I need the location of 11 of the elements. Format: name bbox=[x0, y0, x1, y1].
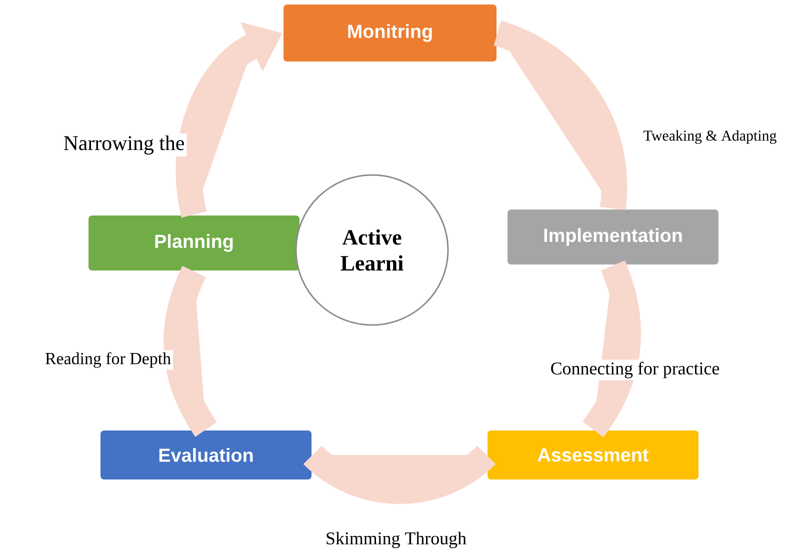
stage-label: Narrowing the bbox=[61, 133, 187, 156]
stage-label: Reading for Depth bbox=[42, 350, 174, 370]
stage-box: Monitring bbox=[282, 4, 498, 62]
stage-box: Evaluation bbox=[100, 430, 312, 480]
stage-label: Skimming Through bbox=[324, 530, 468, 550]
stage-label: Connecting for practice bbox=[548, 360, 722, 380]
stage-label: Tweaking & Adapting bbox=[641, 128, 779, 146]
stage-box: Assessment bbox=[486, 430, 700, 480]
stage-box: Implementation bbox=[506, 208, 720, 266]
cycle-arrow bbox=[493, 20, 628, 210]
stage-box: Planning bbox=[88, 214, 300, 272]
